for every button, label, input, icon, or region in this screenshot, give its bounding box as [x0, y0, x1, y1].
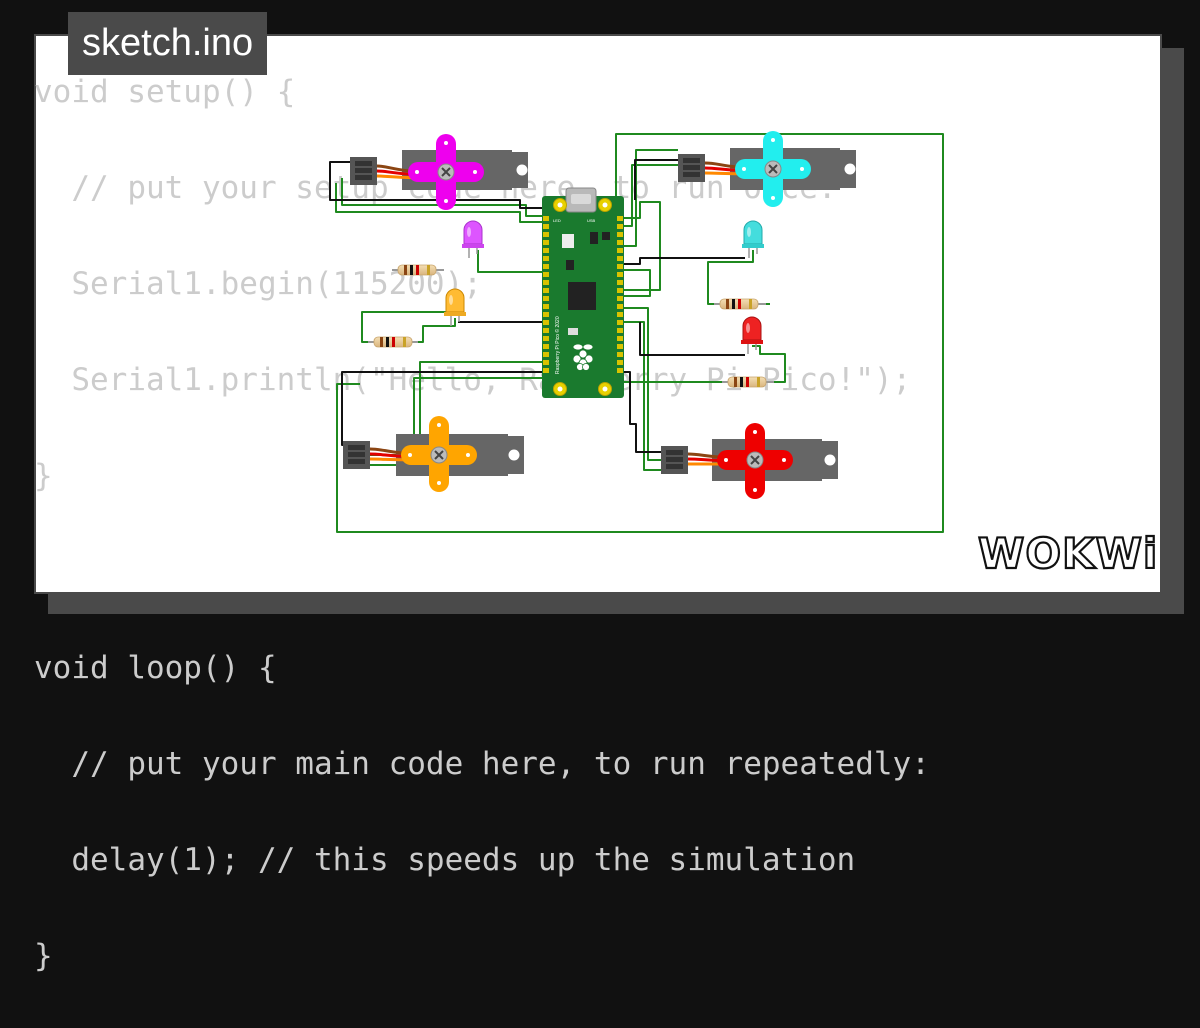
wire	[336, 133, 944, 533]
led-cyan[interactable]	[742, 220, 764, 258]
pin	[617, 256, 623, 261]
pin	[543, 280, 549, 285]
pin-header	[543, 216, 623, 373]
pin	[617, 264, 623, 269]
wire	[335, 183, 546, 223]
code-line: void setup() {	[34, 74, 296, 110]
raspberry-logo-icon	[572, 343, 594, 371]
pin	[543, 288, 549, 293]
servo-red[interactable]	[661, 423, 838, 499]
wire	[329, 161, 546, 209]
pin	[543, 216, 549, 221]
pin	[617, 248, 623, 253]
pin	[617, 216, 623, 221]
wire	[634, 159, 680, 200]
wire	[622, 164, 678, 227]
pin	[617, 224, 623, 229]
pin	[543, 352, 549, 357]
pico-board[interactable]: USB LED Raspberry Pi Pico © 2020	[542, 187, 624, 398]
code-line: }	[34, 458, 53, 494]
pin	[543, 248, 549, 253]
pin	[617, 368, 623, 373]
pin	[543, 240, 549, 245]
code-line: // put your main code here, to run repea…	[34, 746, 930, 782]
wire	[477, 250, 546, 273]
resistor[interactable]	[722, 376, 774, 388]
servo-magenta[interactable]	[350, 134, 528, 210]
wire	[360, 377, 546, 466]
pin	[543, 344, 549, 349]
board-label: Raspberry Pi Pico © 2020	[554, 316, 561, 374]
pin	[617, 312, 623, 317]
servo-horn	[717, 423, 793, 499]
led-purple[interactable]	[462, 220, 484, 258]
pin	[543, 360, 549, 365]
pin	[543, 328, 549, 333]
resistor[interactable]	[392, 264, 444, 276]
servo-orange[interactable]	[343, 416, 524, 492]
file-tab-sketch[interactable]: sketch.ino	[68, 12, 268, 75]
servo-cyan[interactable]	[678, 131, 856, 207]
pin	[617, 272, 623, 277]
wire	[622, 257, 745, 265]
pin	[543, 368, 549, 373]
led-red[interactable]	[741, 316, 763, 354]
wire	[620, 345, 786, 383]
pin	[543, 320, 549, 325]
pin	[543, 272, 549, 277]
pin	[617, 280, 623, 285]
pin	[617, 336, 623, 341]
pin	[543, 264, 549, 269]
pin	[617, 328, 623, 333]
pin	[543, 304, 549, 309]
pin	[617, 296, 623, 301]
pin	[617, 232, 623, 237]
led-yellow[interactable]	[444, 288, 466, 326]
pin	[543, 224, 549, 229]
pin	[617, 240, 623, 245]
pin	[543, 336, 549, 341]
pin	[543, 256, 549, 261]
led-label: LED	[553, 218, 561, 223]
pin	[617, 344, 623, 349]
wire	[341, 178, 546, 217]
pin	[543, 232, 549, 237]
usb-label: USB	[587, 218, 596, 223]
wire	[622, 269, 651, 297]
pin	[543, 312, 549, 317]
code-line: void loop() {	[34, 650, 277, 686]
circuit-diagram[interactable]: USB LED Raspberry Pi Pico © 2020	[0, 0, 1200, 630]
wire	[622, 321, 676, 471]
code-line: delay(1); // this speeds up the simulati…	[34, 842, 856, 878]
servo-horn	[401, 416, 477, 492]
pin	[543, 296, 549, 301]
wokwi-logo-text: WOKWi	[978, 529, 1156, 578]
resistor[interactable]	[714, 298, 766, 310]
wire	[639, 322, 745, 356]
servo-horn	[735, 131, 811, 207]
pin	[617, 288, 623, 293]
pin	[617, 352, 623, 357]
resistor[interactable]	[368, 336, 418, 348]
pin	[617, 304, 623, 309]
code-line: }	[34, 938, 53, 974]
wokwi-logo-icon: WOKWi	[977, 528, 1156, 579]
wire	[622, 371, 676, 453]
servo-horn	[408, 134, 484, 210]
pin	[617, 320, 623, 325]
pin	[617, 360, 623, 365]
